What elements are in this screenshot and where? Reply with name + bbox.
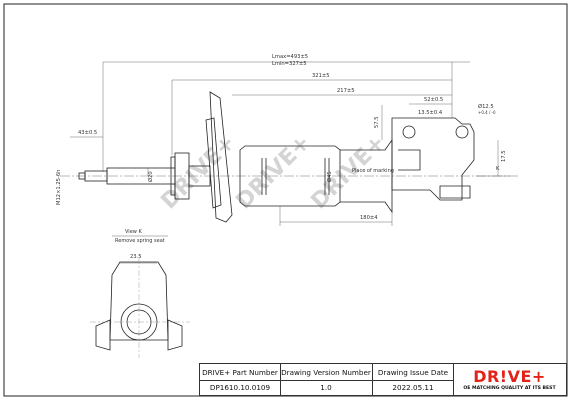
title-block-row-divider bbox=[200, 380, 454, 381]
version-label: Drawing Version Number bbox=[281, 367, 371, 377]
view-k-title: View K bbox=[125, 229, 142, 235]
dust-boot bbox=[188, 165, 211, 187]
title-block-divider-2 bbox=[372, 364, 373, 395]
view-k-ear-right bbox=[167, 319, 183, 351]
dim-43: 43±0.5 bbox=[78, 130, 97, 136]
part-number-label: DRIVE+ Part Number bbox=[202, 367, 278, 377]
dimension-lines bbox=[70, 61, 510, 226]
view-k-marker: K bbox=[496, 166, 500, 172]
dim-d12: Ø12.5 bbox=[478, 103, 494, 110]
bracket-hole-upper bbox=[402, 125, 416, 139]
drive-plus-logo: DR!VE+ OE MATCHING QUALITY AT ITS BEST bbox=[453, 364, 566, 395]
dim-180: 180±4 bbox=[360, 215, 378, 221]
title-block: DRIVE+ Part Number Drawing Version Numbe… bbox=[199, 363, 567, 396]
top-collar-lip bbox=[170, 156, 176, 196]
dim-d20: Ø20 bbox=[147, 171, 154, 182]
spring-seat-rib bbox=[205, 117, 222, 209]
title-block-divider-3 bbox=[453, 364, 454, 395]
dim-23: 23.5 bbox=[130, 254, 142, 260]
issue-date-label: Drawing Issue Date bbox=[377, 367, 449, 377]
dim-thread: M12×1.25-6h bbox=[56, 170, 62, 205]
dim-d45: Ø45 bbox=[326, 171, 333, 182]
logo-mark: DR!VE+ bbox=[473, 366, 546, 386]
dim-57: 57.5 bbox=[374, 116, 380, 128]
bracket-foot bbox=[439, 185, 471, 199]
part-number-value: DP1610.10.0109 bbox=[209, 383, 271, 392]
dim-lmax: Lmax=493±5 bbox=[272, 54, 308, 60]
bracket-slot bbox=[398, 149, 421, 171]
dim-321: 321±5 bbox=[312, 73, 330, 79]
bracket-hole-right bbox=[455, 125, 469, 139]
dim-217: 217±5 bbox=[337, 88, 355, 94]
issue-date-value: 2022.05.11 bbox=[392, 383, 434, 392]
view-k-detail bbox=[90, 258, 190, 358]
spring-seat-plate bbox=[209, 91, 233, 223]
view-k-subtitle: Remove spring seat bbox=[115, 238, 165, 244]
title-block-divider-1 bbox=[280, 364, 281, 395]
dim-13: 13.5±0.4 bbox=[418, 110, 443, 116]
watermark-2: DRIVE+ bbox=[232, 130, 316, 214]
place-of-marking-label: Place of marking bbox=[352, 168, 394, 174]
watermark-1: DRIVE+ bbox=[157, 130, 241, 214]
view-k-ear-left bbox=[95, 319, 111, 351]
drawing-frame bbox=[3, 3, 568, 397]
logo-tagline: OE MATCHING QUALITY AT ITS BEST bbox=[463, 385, 556, 391]
dim-52: 52±0.5 bbox=[424, 97, 443, 103]
dim-lmin: Lmin=327±5 bbox=[272, 61, 307, 67]
knuckle-bracket bbox=[391, 117, 475, 201]
dim-d12-tol: +0.4 / -0 bbox=[478, 110, 496, 115]
strut-outline bbox=[78, 91, 475, 223]
version-value: 1.0 bbox=[320, 383, 332, 392]
rod-tip bbox=[78, 172, 86, 180]
dim-17: 17.5 bbox=[501, 150, 507, 162]
